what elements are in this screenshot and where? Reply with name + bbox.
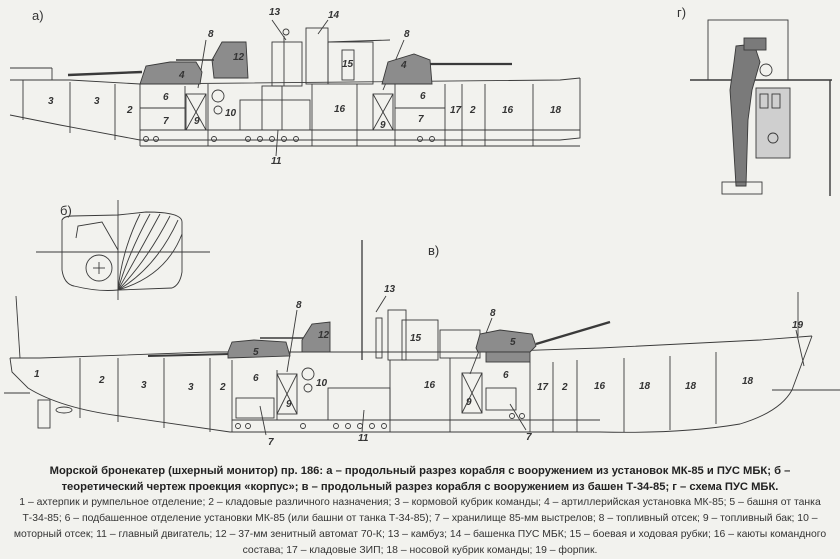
- callout-a-11: 11: [271, 156, 282, 167]
- callout-a-18: 18: [550, 105, 562, 116]
- callout-a-17: 17: [450, 105, 462, 116]
- panel-label-v: в): [428, 243, 440, 258]
- callout-v-17: 17: [537, 382, 549, 393]
- callout-a-2: 2: [126, 105, 133, 116]
- callout-a-15: 15: [342, 59, 354, 70]
- callout-v-12: 12: [318, 330, 330, 341]
- callout-v-9-aft: 9: [286, 399, 292, 410]
- callout-v-5-aft: 5: [253, 347, 259, 358]
- turret-mk85-aft: [139, 61, 203, 85]
- callout-a-7-aft: 7: [163, 116, 169, 127]
- diagram-a-hull: [9, 19, 581, 157]
- callout-a-10: 10: [225, 108, 237, 119]
- callout-a-3a: 3: [48, 96, 54, 107]
- aa-gun-70k: [211, 41, 249, 79]
- callout-v-5-fwd: 5: [510, 337, 516, 348]
- callout-a-6-aft: 6: [163, 92, 169, 103]
- callout-a-14: 14: [328, 10, 340, 21]
- panel-label-b: б): [60, 203, 72, 218]
- callout-a-9-aft: 9: [194, 116, 200, 127]
- callout-v-2c: 2: [561, 382, 568, 393]
- callout-a-8-fwd: 8: [404, 29, 410, 40]
- panel-label-a: а): [32, 8, 44, 23]
- callout-v-11: 11: [358, 433, 369, 444]
- callout-v-16a: 16: [424, 380, 436, 391]
- callout-a-16b: 16: [502, 105, 514, 116]
- aa-gun-70k-v: [301, 321, 331, 353]
- callout-v-19: 19: [792, 320, 804, 331]
- callout-v-18c: 18: [742, 376, 754, 387]
- callout-a-7-fwd: 7: [418, 114, 424, 125]
- turret-t34-aft: [227, 339, 291, 359]
- turret-t34-fwd: [475, 329, 537, 353]
- callout-v-1: 1: [34, 369, 40, 380]
- callout-a-8-aft: 8: [208, 29, 214, 40]
- diagram-a-callouts: 3 3 2 4 12 13 14 15 8 8 4 6 7 9 10 16 9 …: [48, 7, 562, 167]
- callout-v-18a: 18: [639, 381, 651, 392]
- callout-a-16a: 16: [334, 104, 346, 115]
- body-plan: [36, 200, 210, 300]
- callout-v-9-fwd: 9: [466, 397, 472, 408]
- callout-v-8-fwd: 8: [490, 308, 496, 319]
- callout-a-6-fwd: 6: [420, 91, 426, 102]
- figure-legend: 1 – ахтерпик и румпельное отделение; 2 –…: [13, 497, 827, 556]
- callout-v-6-fwd: 6: [503, 370, 509, 381]
- callout-v-13: 13: [384, 284, 396, 295]
- callout-v-15: 15: [410, 333, 422, 344]
- callout-v-7-fwd: 7: [526, 432, 532, 443]
- callout-a-9-fwd: 9: [380, 120, 386, 131]
- callout-v-10: 10: [316, 378, 328, 389]
- callout-a-2-fwd: 2: [469, 105, 476, 116]
- callout-a-4-fwd: 4: [400, 60, 407, 71]
- turret-mk85-fwd: [381, 53, 433, 85]
- callout-v-16b: 16: [594, 381, 606, 392]
- callout-v-3b: 3: [188, 382, 194, 393]
- callout-v-8-aft: 8: [296, 300, 302, 311]
- callout-v-6-aft: 6: [253, 373, 259, 384]
- callout-a-3b: 3: [94, 96, 100, 107]
- callout-v-2a: 2: [98, 375, 105, 386]
- callout-v-3a: 3: [141, 380, 147, 391]
- ship-diagrams: 3 3 2 4 12 13 14 15 8 8 4 6 7 9 10 16 9 …: [4, 7, 840, 448]
- panel-label-g: г): [677, 5, 687, 20]
- callout-a-13: 13: [269, 7, 281, 18]
- callout-v-7-aft: 7: [268, 437, 274, 448]
- callout-v-2b: 2: [219, 382, 226, 393]
- figure-caption-title: Морской бронекатер (шхерный монитор) пр.…: [49, 465, 791, 493]
- fire-control-scheme: [690, 19, 832, 196]
- gun-barrel-aft: [67, 70, 143, 77]
- diagram-v-callouts: 1 2 3 3 2 5 6 7 8 9 10 12 13 11 15 16 8 …: [34, 284, 804, 448]
- callout-a-12: 12: [233, 52, 245, 63]
- callout-a-4-aft: 4: [178, 70, 185, 81]
- callout-v-18b: 18: [685, 381, 697, 392]
